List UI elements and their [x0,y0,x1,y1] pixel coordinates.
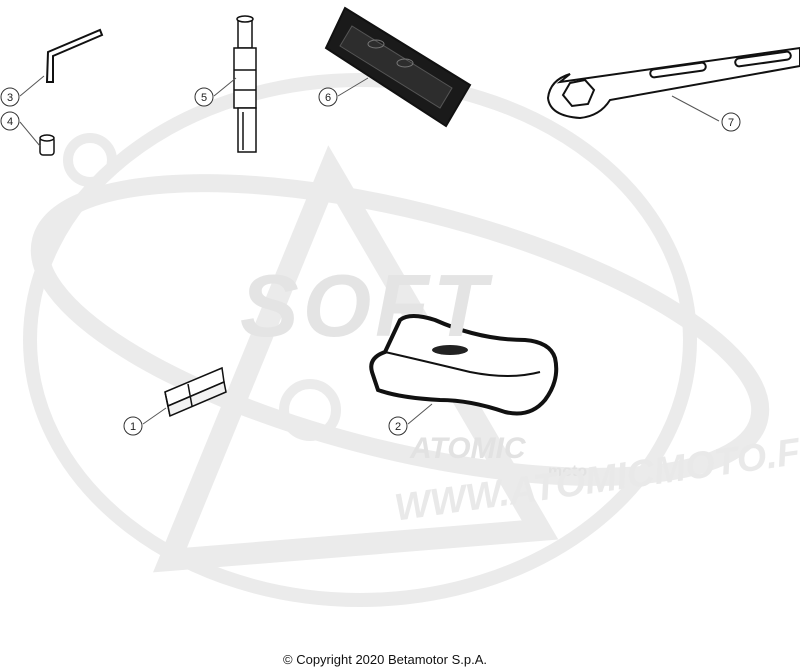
callout-number: 6 [325,92,331,104]
callout-4: 4 [0,111,20,131]
allen-key [45,28,104,83]
small-cap [39,134,55,156]
callout-2: 2 [388,416,408,436]
callout-number: 5 [201,92,207,104]
fuse [164,366,227,418]
callout-number: 1 [130,421,136,433]
socket-wrench [233,15,257,153]
callout-7: 7 [721,112,741,132]
watermark-brand-sub: moto [548,463,588,480]
callout-1: 1 [123,416,143,436]
callout-6: 6 [318,87,338,107]
callout-number: 2 [395,421,401,433]
copyright-notice: © Copyright 2020 Betamotor S.p.A. [283,652,487,667]
callout-number: 3 [7,92,13,104]
tool-bag [369,314,559,416]
callout-5: 5 [194,87,214,107]
ring-spanner [546,46,800,120]
tool-holder [324,6,472,128]
callout-number: 7 [728,117,734,129]
watermark-soft: SOFT [240,256,491,355]
callout-leaders [19,75,720,425]
watermark-brand: ATOMIC [410,432,526,465]
callout-3: 3 [0,87,20,107]
callout-number: 4 [7,116,13,128]
